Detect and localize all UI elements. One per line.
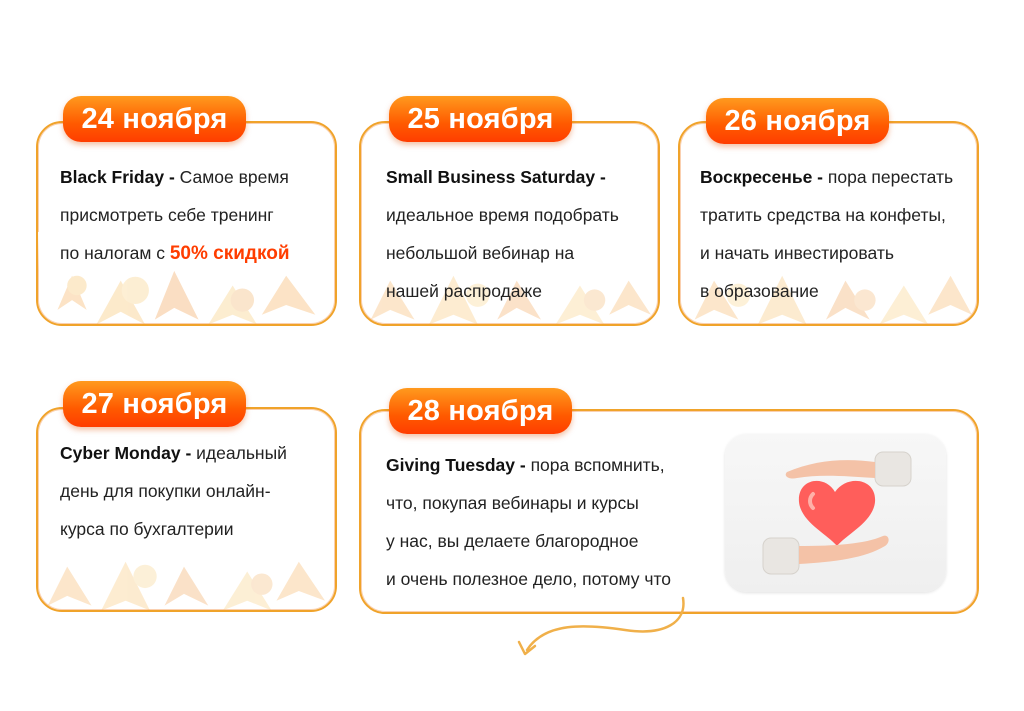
card-line: и очень полезное дело, потому что [386, 569, 671, 589]
card-line: тратить средства на конфеты, [700, 205, 946, 225]
card-line: в образование [700, 281, 819, 301]
card-line: день для покупки онлайн- [60, 481, 271, 501]
date-badge: 24 ноября [63, 96, 246, 142]
card-line: по налогам с [60, 243, 165, 263]
card-text: Black Friday - Самое время присмотреть с… [60, 158, 335, 273]
date-badge: 26 ноября [706, 98, 889, 144]
card-title: Воскресенье - [700, 167, 823, 187]
card-line: курса по бухгалтерии [60, 519, 234, 539]
heart-icon [762, 451, 912, 575]
card-line: пора перестать [827, 167, 954, 187]
card-line: пора вспомнить, [530, 455, 665, 475]
card-line: идеальное время подобрать [386, 205, 619, 225]
card-line: присмотреть себе тренинг [60, 205, 274, 225]
card-text: Small Business Saturday - идеальное врем… [386, 158, 656, 310]
date-badge: 25 ноября [389, 96, 572, 142]
card-line: что, покупая вебинары и курсы [386, 493, 639, 513]
card-line: идеальный [196, 443, 287, 463]
card-text: Cyber Monday - идеальный день для покупк… [60, 434, 335, 548]
curved-arrow-icon [517, 596, 685, 656]
card-title: Small Business Saturday - [386, 167, 606, 187]
card-line: небольшой вебинар на [386, 243, 575, 263]
card-line: Самое время [179, 167, 289, 187]
card-title: Cyber Monday - [60, 443, 192, 463]
card-title: Giving Tuesday - [386, 455, 526, 475]
card-line: и начать инвестировать [700, 243, 894, 263]
card-text: Воскресенье - пора перестать тратить сре… [700, 158, 975, 310]
hands-with-heart-illustration [725, 434, 946, 592]
date-badge: 27 ноября [63, 381, 246, 427]
card-line: нашей распродаже [386, 281, 542, 301]
card-title: Black Friday - [60, 167, 175, 187]
discount-highlight: 50% скидкой [169, 243, 290, 264]
card-line: у нас, вы делаете благородное [386, 531, 639, 551]
card-text: Giving Tuesday - пора вспомнить, что, по… [386, 446, 716, 598]
date-badge: 28 ноября [389, 388, 572, 434]
